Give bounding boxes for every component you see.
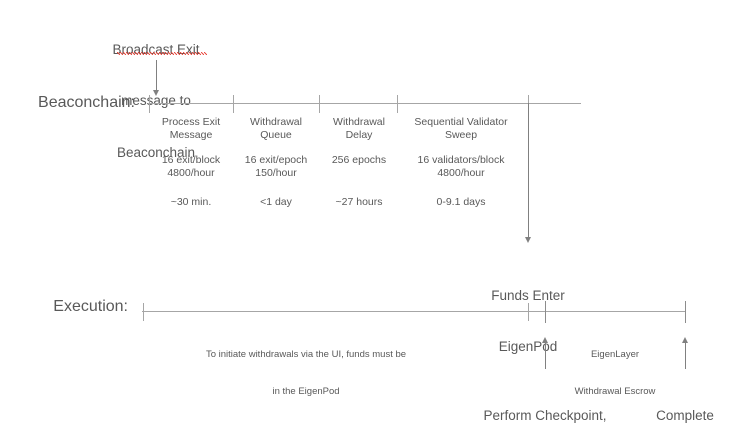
- eigenlayer-escrow-note: EigenLayer Withdrawal Escrow: [551, 325, 679, 422]
- beaconchain-tick-2: [319, 95, 320, 113]
- execution-note-line-1: To initiate withdrawals via the UI, fund…: [205, 349, 407, 361]
- execution-tick-start: [143, 303, 144, 321]
- segment-0-rate: 16 exit/block 4800/hour: [161, 154, 221, 180]
- broadcast-exit-line-2: message to: [121, 93, 191, 109]
- beaconchain-tick-3: [397, 95, 398, 113]
- execution-tick-funds-arrive: [528, 303, 529, 321]
- broadcast-exit-line-3: Beaconchain: [116, 145, 196, 161]
- broadcast-exit-line-1: Broadcast Exit: [112, 41, 200, 57]
- segment-2-rate: 256 epochs: [331, 154, 387, 166]
- perform-checkpoint-label: Perform Checkpoint, Queue Withdrawal: [454, 372, 636, 424]
- segment-3-rate: 16 validators/block 4800/hour: [417, 154, 505, 180]
- complete-withdrawal-label: Complete Withdrawal: [625, 372, 738, 424]
- segment-2-duration: ~27 hours: [335, 196, 383, 208]
- execution-note-line-2: in the EigenPod: [272, 385, 340, 397]
- funds-enter-arrow-shaft: [528, 103, 529, 239]
- beaconchain-row-label: Beaconchain:: [38, 94, 135, 111]
- segment-3-title: Sequential Validator Sweep: [414, 116, 508, 142]
- spellcheck-underline-beaconchain: [117, 52, 207, 55]
- segment-1-rate: 16 exit/epoch 150/hour: [244, 154, 308, 180]
- complete-arrow-shaft: [685, 343, 686, 369]
- funds-enter-line-2: EigenPod: [498, 339, 558, 355]
- escrow-note-line-2: Withdrawal Escrow: [574, 385, 656, 397]
- segment-0-title: Process Exit Message: [161, 116, 221, 142]
- beaconchain-axis: [148, 103, 581, 104]
- complete-withdrawal-line-1: Complete: [656, 407, 714, 423]
- funds-enter-arrow-head-icon: [524, 237, 531, 243]
- broadcast-exit-arrow-shaft: [156, 60, 157, 92]
- execution-tick-checkpoint: [545, 301, 546, 323]
- broadcast-exit-arrow-head-icon: [152, 90, 159, 96]
- execution-axis: [142, 311, 686, 312]
- checkpoint-arrow-shaft: [545, 343, 546, 369]
- segment-1-duration: <1 day: [260, 196, 292, 208]
- segment-1-title: Withdrawal Queue: [250, 116, 302, 142]
- funds-enter-line-1: Funds Enter: [491, 287, 565, 303]
- execution-tick-complete: [685, 301, 686, 323]
- complete-arrow-head-icon: [681, 337, 688, 343]
- escrow-note-line-1: EigenLayer: [590, 349, 640, 361]
- segment-0-duration: ~30 min.: [170, 196, 212, 208]
- checkpoint-arrow-head-icon: [541, 337, 548, 343]
- segment-3-duration: 0-9.1 days: [436, 196, 486, 208]
- perform-checkpoint-line-1: Perform Checkpoint,: [483, 407, 607, 423]
- funds-enter-eigenpod-label: Funds Enter EigenPod: [458, 252, 598, 390]
- execution-row-label: Execution:: [53, 298, 128, 315]
- beaconchain-tick-1: [233, 95, 234, 113]
- beaconchain-tick-0: [149, 95, 150, 113]
- segment-2-title: Withdrawal Delay: [333, 116, 385, 142]
- execution-eigenpod-note: To initiate withdrawals via the UI, fund…: [168, 325, 444, 422]
